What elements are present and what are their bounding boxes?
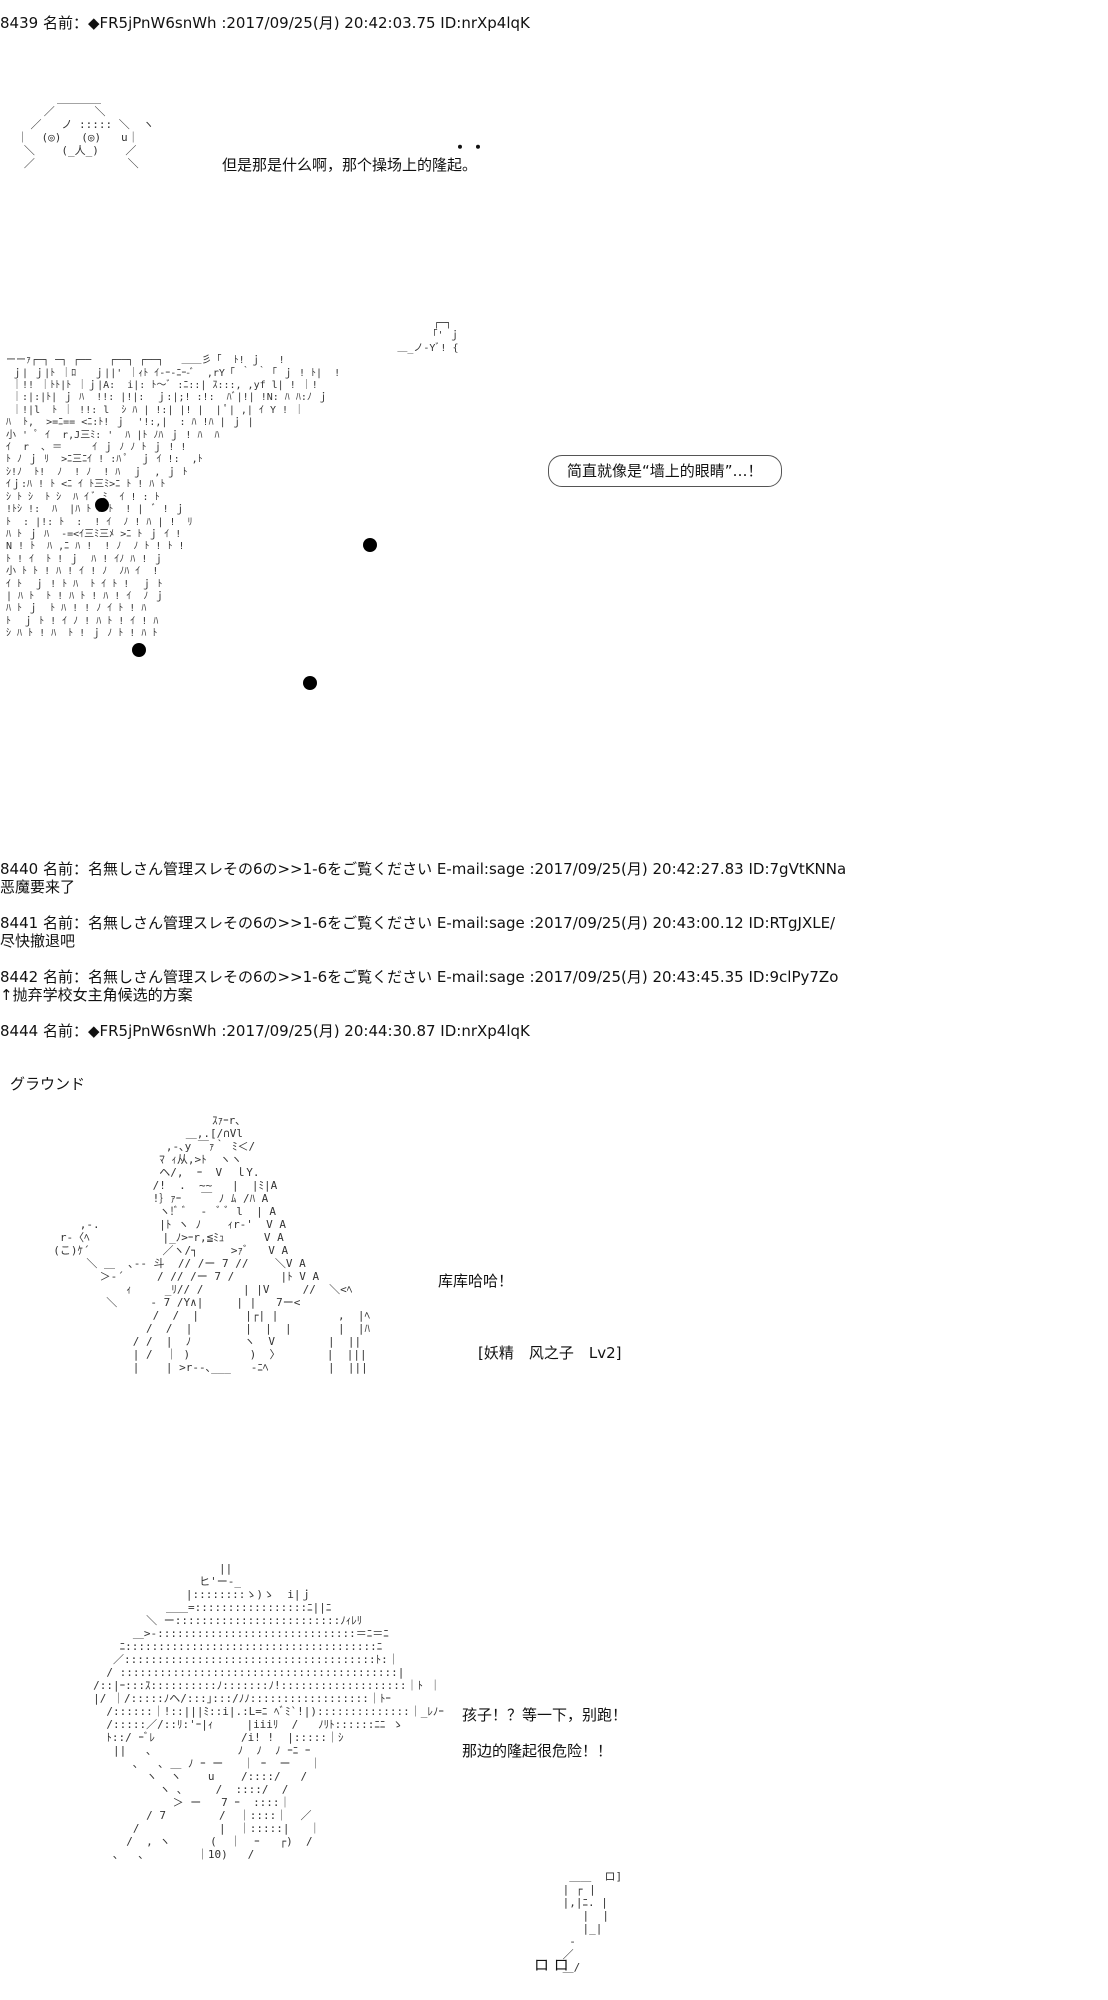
post-body-8441: 尽快撤退吧 [0,932,76,950]
post-8439-caption-1: 但是那是什么啊，那个操场上的隆起。 [222,156,478,174]
heroine-line-2: 那边的隆起很危险！！ [462,1742,613,1760]
scene-label: グラウンド [10,1075,86,1093]
speech-bubble: 简直就像是“墙上的眼睛”…！ [548,455,782,487]
small-figure-label: ロ ロ [534,1956,569,1974]
fairy-status-label: [妖精 风之子 Lv2] [478,1344,622,1362]
wall-eye-4 [303,676,317,690]
wall-eyes-ascii-art: ┌─┐ 「' ｊ ＿_ノ-Yﾞ! { ーーｧ┌─┐ ─┐ ┌── ┌──┐ ┌─… [6,318,460,640]
post-header-8439: 8439 名前：◆FR5jPnW6snWh :2017/09/25(月) 20:… [0,14,530,32]
wall-eye-2 [363,538,377,552]
fairy-laugh-line: 库库哈哈！ [438,1272,514,1290]
post-body-8440: 恶魔要来了 [0,878,76,896]
post-body-8442: ↑抛弃学校女主角候选的方案 [0,986,193,1004]
post-header-8442: 8442 名前：名無しさん管理スレその6の>>1-6をご覧ください E-mail… [0,968,839,986]
heroine-ascii-art: || ヒ'ー-_ |::::::::ゝ)ゝ i|ｊ ＿＿=:::::::::::… [93,1562,444,1861]
small-figure-ascii-art: ＿＿ ロ] | ┌ | |,|ﾆ. | | | |_| - ／ ＿/ [562,1870,623,1974]
wall-eye-1 [95,498,109,512]
heroine-line-1: 孩子！？等一下，别跑！ [462,1706,628,1724]
post-header-8441: 8441 名前：名無しさん管理スレその6の>>1-6をご覧ください E-mail… [0,914,836,932]
post-header-8444: 8444 名前：◆FR5jPnW6snWh :2017/09/25(月) 20:… [0,1022,530,1040]
wall-eye-3 [132,643,146,657]
emphasis-dots: ・・ [452,138,489,157]
fairy-ascii-art: ｽｧｰr､ ＿,.[/∩Vl ,-､y ￣ｧ｀ ﾐ＜/ ﾏ ｨ从,>ﾄ ヽヽ ヘ… [53,1114,371,1374]
post-header-8440: 8440 名前：名無しさん管理スレその6の>>1-6をご覧ください E-mail… [0,860,847,878]
face-ascii-art: ＿＿＿＿ ／ ＼ ／ ノ ::::: ＼ ヽ ｜ (◎) (◎) u｜ ＼ (_… [17,92,154,170]
